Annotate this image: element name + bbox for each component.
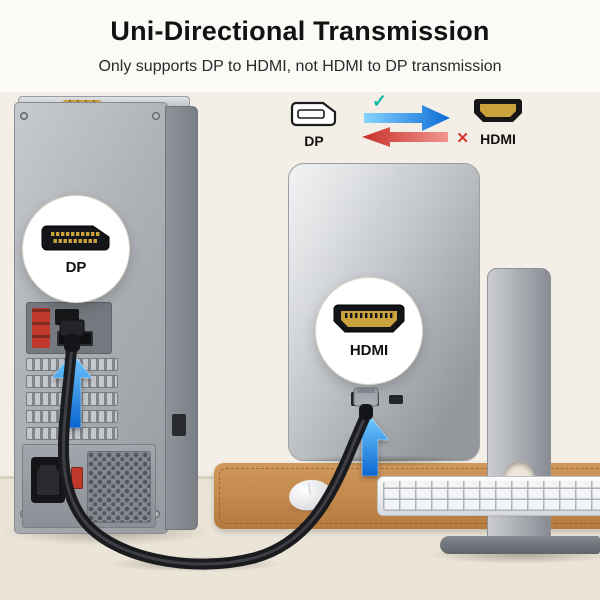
dp-connector-icon — [290, 101, 337, 127]
dp-callout: DP — [22, 195, 130, 303]
monitor-extra-port — [389, 395, 403, 404]
tower-side-panel — [165, 106, 198, 530]
hdmi-plug-icon — [333, 304, 405, 332]
dp-legend-label: DP — [304, 133, 324, 149]
direction-arrows: ✓ ✕ — [360, 91, 469, 149]
hdmi-callout: HDMI — [315, 277, 423, 385]
legend-dp: DP — [282, 98, 346, 149]
power-socket — [31, 457, 65, 503]
hdmi-callout-label: HDMI — [349, 341, 389, 359]
cross-icon: ✕ — [456, 130, 469, 147]
tower-latch — [172, 414, 186, 436]
direction-arrows-icon — [362, 105, 450, 147]
hdmi-port — [351, 392, 379, 406]
blocked-direction-arrow-icon — [362, 127, 448, 147]
screw — [20, 112, 28, 120]
pci-slot-cover — [26, 426, 118, 441]
direction-legend: DP ✓ ✕ HDM — [282, 91, 530, 149]
check-icon: ✓ — [372, 91, 388, 111]
power-supply — [22, 444, 156, 528]
usb-ports — [32, 308, 50, 348]
page-subtitle: Only supports DP to HDMI, not HDMI to DP… — [98, 58, 502, 75]
pc-tower — [14, 96, 198, 534]
screw — [152, 112, 160, 120]
hdmi-connector-icon — [474, 99, 522, 122]
dp-up-arrow-icon — [52, 352, 92, 428]
io-panel — [26, 302, 112, 354]
legend-hdmi: HDMI — [466, 98, 530, 147]
dp-callout-label: DP — [65, 258, 87, 276]
keyboard — [377, 476, 600, 516]
dp-plug-icon — [41, 225, 110, 250]
psu-vent — [87, 451, 151, 523]
lan-port — [55, 309, 79, 325]
header-band — [0, 0, 600, 92]
cable-shadow — [108, 556, 283, 572]
page-title: Uni-Directional Transmission — [110, 16, 490, 46]
power-switch — [71, 467, 83, 489]
hdmi-up-arrow-icon — [351, 416, 389, 476]
dp-port — [57, 331, 93, 346]
stand-base — [440, 536, 600, 554]
keyboard-keys — [383, 481, 600, 511]
allowed-direction-arrow-icon — [364, 105, 450, 131]
hdmi-legend-label: HDMI — [480, 131, 516, 147]
